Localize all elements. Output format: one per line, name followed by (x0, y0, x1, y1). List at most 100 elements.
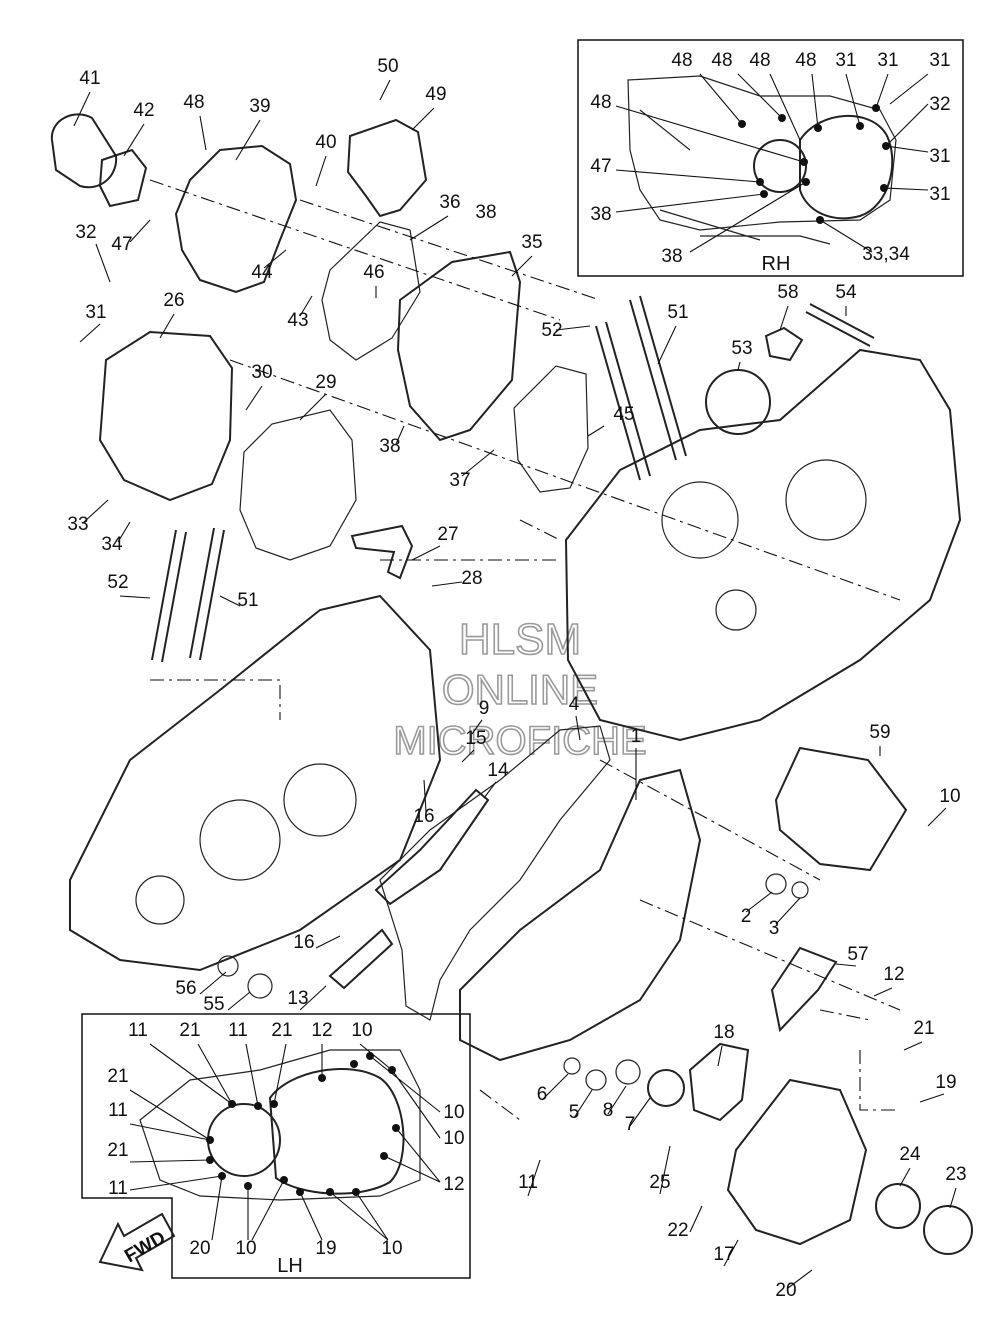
part-callout-label: 44 (251, 262, 273, 283)
part-callout-label: 42 (133, 100, 154, 121)
part-callout-label: 3 (769, 918, 780, 939)
watermark-line2: ONLINE (442, 666, 598, 713)
inset-rh-title: RH (762, 253, 791, 275)
rh-inset-callout-label: 31 (929, 146, 950, 167)
part-callout-label: 34 (101, 534, 123, 555)
part-callout-label: 19 (935, 1072, 956, 1093)
part-callout-label: 43 (287, 310, 308, 331)
part-callout-label: 35 (521, 232, 542, 253)
inset-lh (81, 1013, 471, 1279)
part-callout-label: 29 (315, 372, 336, 393)
part-callout-label: 50 (377, 56, 398, 77)
part-callout-label: 17 (713, 1244, 734, 1265)
part-callout-label: 31 (85, 302, 106, 323)
lh-inset-callout-label: 21 (107, 1140, 128, 1161)
part-callout-label: 21 (913, 1018, 934, 1039)
part-callout-label: 16 (293, 932, 314, 953)
rh-inset-callout-label: 38 (590, 204, 611, 225)
part-callout-label: 57 (847, 944, 868, 965)
part-callout-label: 37 (449, 470, 470, 491)
part-callout-label: 56 (175, 978, 196, 999)
part-callout-label: 40 (315, 132, 336, 153)
parts (50, 113, 973, 1255)
part-callout-label: 33 (67, 514, 88, 535)
part-callout-label: 48 (183, 92, 204, 113)
watermark-line1: HLSM (459, 615, 581, 664)
part-callout-label: 28 (461, 568, 482, 589)
part-callout-label: 9 (479, 698, 490, 719)
lh-inset-callout-label: 21 (107, 1066, 128, 1087)
part-callout-label: 2 (741, 906, 752, 927)
lh-inset-callout-label: 11 (128, 1020, 148, 1041)
rh-inset-callout-label: 32 (929, 94, 950, 115)
part-callout-label: 47 (111, 234, 132, 255)
part-callout-label: 11 (518, 1172, 538, 1193)
part-callout-label: 54 (835, 282, 857, 303)
rh-inset-callout-label: 31 (929, 184, 950, 205)
rh-inset-callout-label: 48 (795, 50, 816, 71)
part-callout-label: 1 (631, 726, 642, 747)
lh-inset-callout-label: 10 (235, 1238, 256, 1259)
part-callout-label: 22 (667, 1220, 688, 1241)
part-callout-label: 27 (437, 524, 458, 545)
part-callout-label: 39 (249, 96, 270, 117)
part-callout-label: 5 (569, 1102, 580, 1123)
part-callout-label: 12 (883, 964, 904, 985)
inset-lh-title: LH (277, 1255, 303, 1277)
part-callout-label: 7 (625, 1114, 636, 1135)
lh-inset-callout-label: 12 (311, 1020, 332, 1041)
watermark: HLSM ONLINE MICROFICHE (393, 614, 648, 764)
leader-lines (73, 79, 957, 1289)
lh-inset-callout-label: 12 (443, 1174, 464, 1195)
part-callout-label: 36 (439, 192, 460, 213)
lh-inset-callout-label: 11 (228, 1020, 248, 1041)
rh-inset-callout-label: 47 (590, 156, 611, 177)
part-callout-label: 52 (541, 320, 562, 341)
fwd-arrow: FWD (98, 1212, 176, 1272)
part-callout-label: 25 (649, 1172, 670, 1193)
part-callout-label: 14 (487, 760, 509, 781)
part-callout-label: 30 (251, 362, 272, 383)
part-callout-label: 46 (363, 262, 384, 283)
part-callout-label: 18 (713, 1022, 734, 1043)
lh-inset-callout-label: 10 (443, 1128, 464, 1149)
part-callout-label: 26 (163, 290, 184, 311)
part-callout-label: 58 (777, 282, 798, 303)
lh-inset-callout-label: 10 (351, 1020, 372, 1041)
part-callout-label: 51 (667, 302, 688, 323)
rh-inset-callout-label: 31 (929, 50, 950, 71)
rh-inset-callout-label: 31 (835, 50, 856, 71)
part-callout-label: 59 (869, 722, 890, 743)
lh-inset-callout-label: 20 (189, 1238, 210, 1259)
part-callout-label: 53 (731, 338, 752, 359)
lh-inset-callout-label: 10 (443, 1102, 464, 1123)
part-callout-label: 16 (413, 806, 434, 827)
assembly-lines (149, 179, 901, 1121)
part-callout-label: 10 (939, 786, 960, 807)
part-callout-label: 6 (537, 1084, 548, 1105)
part-callout-label: 38 (379, 436, 400, 457)
part-callout-label: 52 (107, 572, 128, 593)
inset-rh (577, 39, 964, 277)
part-callout-label: 23 (945, 1164, 966, 1185)
part-callout-label: 51 (237, 590, 258, 611)
part-callout-label: 41 (79, 68, 100, 89)
lh-inset-callout-label: 11 (108, 1178, 128, 1199)
rh-inset-callout-label: 48 (749, 50, 770, 71)
rh-inset-callout-label: 48 (590, 92, 611, 113)
part-callout-label: 49 (425, 84, 446, 105)
lh-inset-callout-label: 11 (108, 1100, 128, 1121)
rh-inset-callout-label: 31 (877, 50, 898, 71)
lh-inset-callout-label: 19 (315, 1238, 336, 1259)
rh-inset-callout-label: 48 (711, 50, 732, 71)
lh-inset-callout-label: 21 (271, 1020, 292, 1041)
lh-inset-callout-label: 21 (179, 1020, 200, 1041)
rh-inset-callout-label: 38 (661, 246, 682, 267)
rh-inset-callout-label: 48 (671, 50, 692, 71)
part-callout-label: 55 (203, 994, 224, 1015)
part-callout-label: 15 (465, 728, 486, 749)
lh-inset-callout-label: 10 (381, 1238, 402, 1259)
rh-inset-callout-label: 33,34 (862, 244, 910, 265)
